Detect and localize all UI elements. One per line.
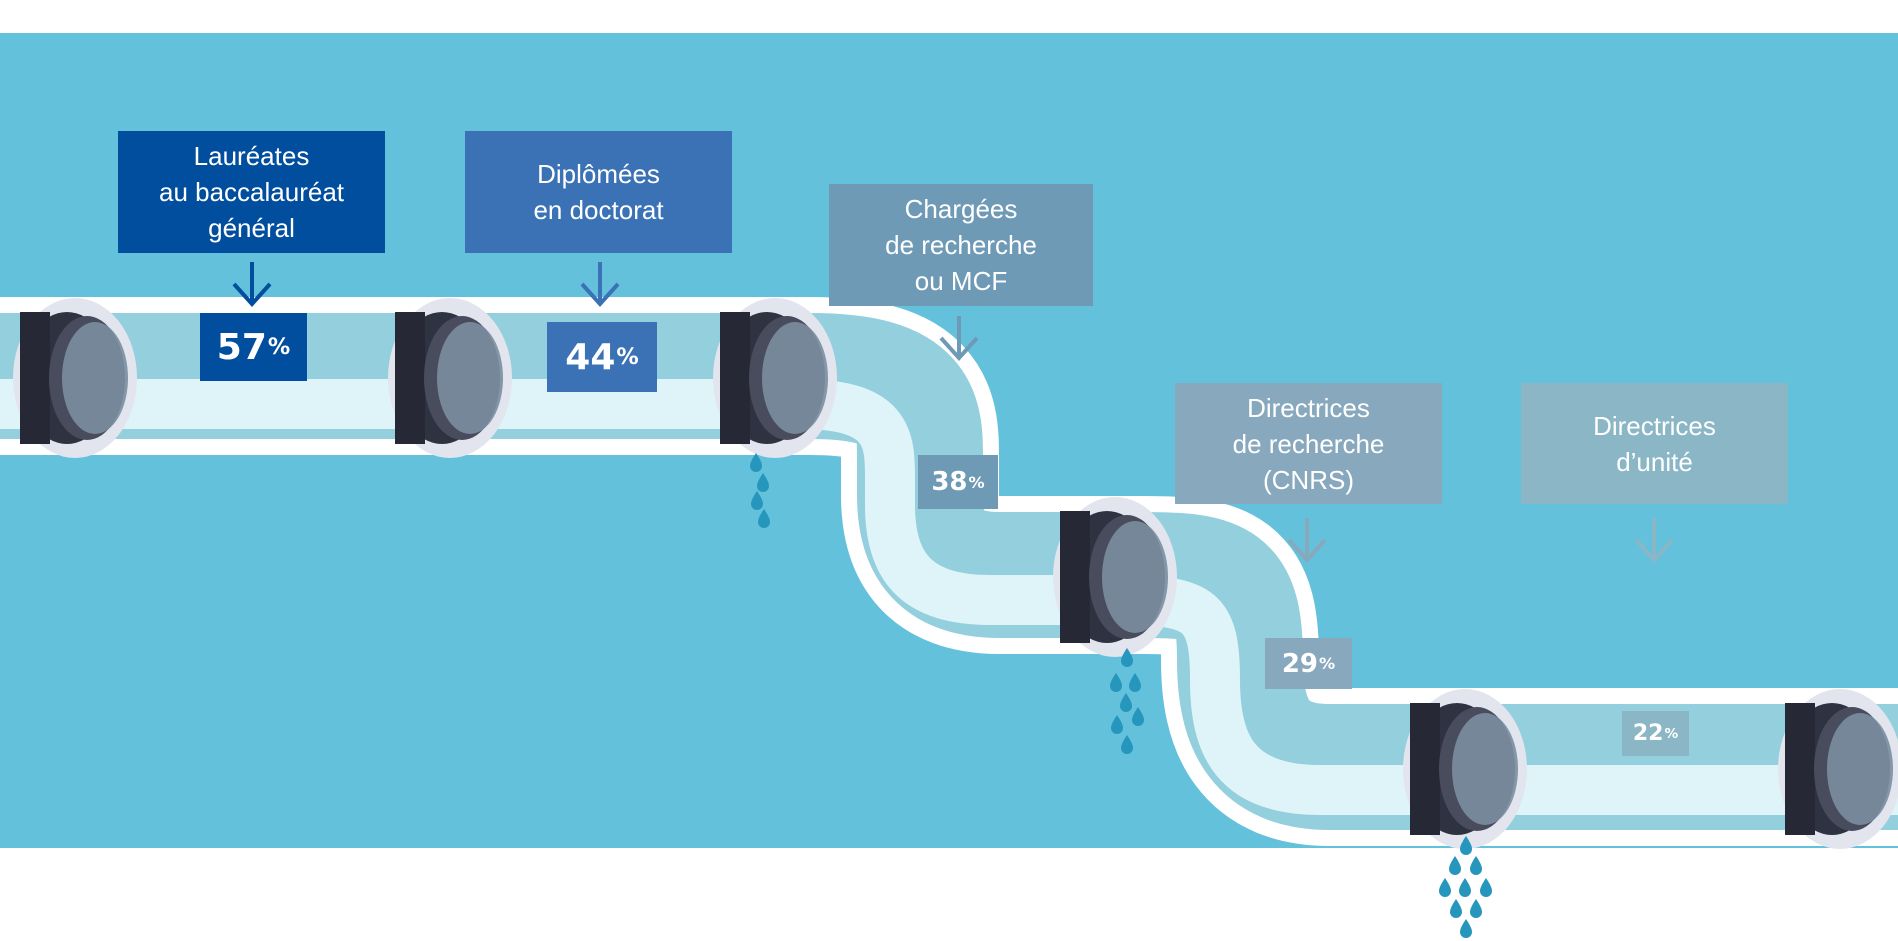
percentage-badge-baccalaureat: 57% — [200, 313, 307, 381]
stage-label-line: au baccalauréat — [158, 177, 345, 207]
arrow-down-icon — [232, 262, 272, 307]
stage-label-line: en doctorat — [533, 195, 664, 225]
arrow-down-icon — [939, 316, 979, 361]
leak-drop — [1439, 878, 1451, 897]
leak-drop — [758, 509, 770, 528]
percentage-unit: % — [267, 334, 291, 360]
arrow-down-icon — [1287, 518, 1327, 563]
arrow-down-icon — [1634, 518, 1674, 563]
percentage-unit: % — [968, 472, 985, 492]
stage-label-directrices-unite: Directrices d’unité — [1521, 383, 1788, 504]
pipe-coupling — [713, 298, 837, 458]
stage-label-line: Directrices — [1593, 410, 1716, 441]
leak-drop — [750, 453, 762, 472]
stage-label-line: général — [208, 213, 295, 243]
percentage-badge-directrices-recherche: 29% — [1265, 638, 1352, 689]
stage-label-line: ou MCF — [914, 266, 1008, 296]
stage-label-line: Directrices — [1247, 392, 1370, 423]
stage-label-line: Lauréates — [193, 141, 310, 171]
leak-drop — [1460, 919, 1472, 938]
percentage-value: 22 — [1632, 721, 1664, 746]
pipe-coupling — [1403, 689, 1527, 849]
stage-label-line: Chargées — [904, 194, 1018, 224]
percentage-value: 38 — [931, 467, 968, 497]
leak-drop — [1111, 715, 1123, 734]
percentage-value: 44 — [565, 336, 616, 378]
percentage-unit: % — [616, 344, 639, 370]
stage-label-line: de recherche — [885, 230, 1037, 260]
leak-drop — [1470, 899, 1482, 918]
stage-label-doctorat: Diplômées en doctorat — [465, 131, 732, 253]
pipe-coupling — [13, 298, 137, 458]
stage-label-line: de recherche — [1232, 428, 1385, 459]
leak-drop — [1480, 878, 1492, 897]
percentage-badge-directrices-unite: 22% — [1622, 711, 1689, 756]
stage-label-line: (CNRS) — [1263, 464, 1354, 495]
percentage-value: 57 — [216, 326, 267, 368]
leak-drop — [1132, 707, 1144, 726]
pipe-coupling — [1778, 689, 1898, 849]
arrow-down-icon — [580, 262, 620, 307]
leak-drop — [751, 491, 763, 510]
stage-label-directrices-recherche: Directrices de recherche (CNRS) — [1175, 383, 1442, 504]
leak-drop — [1121, 648, 1133, 667]
pipe-coupling — [388, 298, 512, 458]
stage-label-charges-recherche: Chargées de recherche ou MCF — [829, 184, 1093, 306]
leak-drop — [1459, 878, 1471, 897]
leak-drop — [1450, 899, 1462, 918]
stage-label-line: Diplômées — [537, 159, 660, 189]
percentage-unit: % — [1319, 654, 1336, 673]
pipe-highlight — [0, 379, 1898, 815]
pipe-coupling — [1053, 497, 1177, 657]
leak-drop — [1110, 673, 1122, 692]
percentage-badge-doctorat: 44% — [547, 322, 657, 392]
leak-drop — [1129, 673, 1141, 692]
leak-drop — [1470, 856, 1482, 875]
leak-drop — [1121, 735, 1133, 754]
leak-drop — [1449, 856, 1461, 875]
percentage-unit: % — [1664, 725, 1679, 742]
leak-drop — [1460, 836, 1472, 855]
percentage-badge-charges-recherche: 38% — [918, 455, 998, 509]
percentage-value: 29 — [1281, 648, 1319, 679]
leak-drop — [757, 473, 769, 492]
leak-drop — [1120, 693, 1132, 712]
stage-label-line: d’unité — [1616, 446, 1693, 477]
stage-label-baccalaureat: Lauréates au baccalauréat général — [118, 131, 385, 253]
